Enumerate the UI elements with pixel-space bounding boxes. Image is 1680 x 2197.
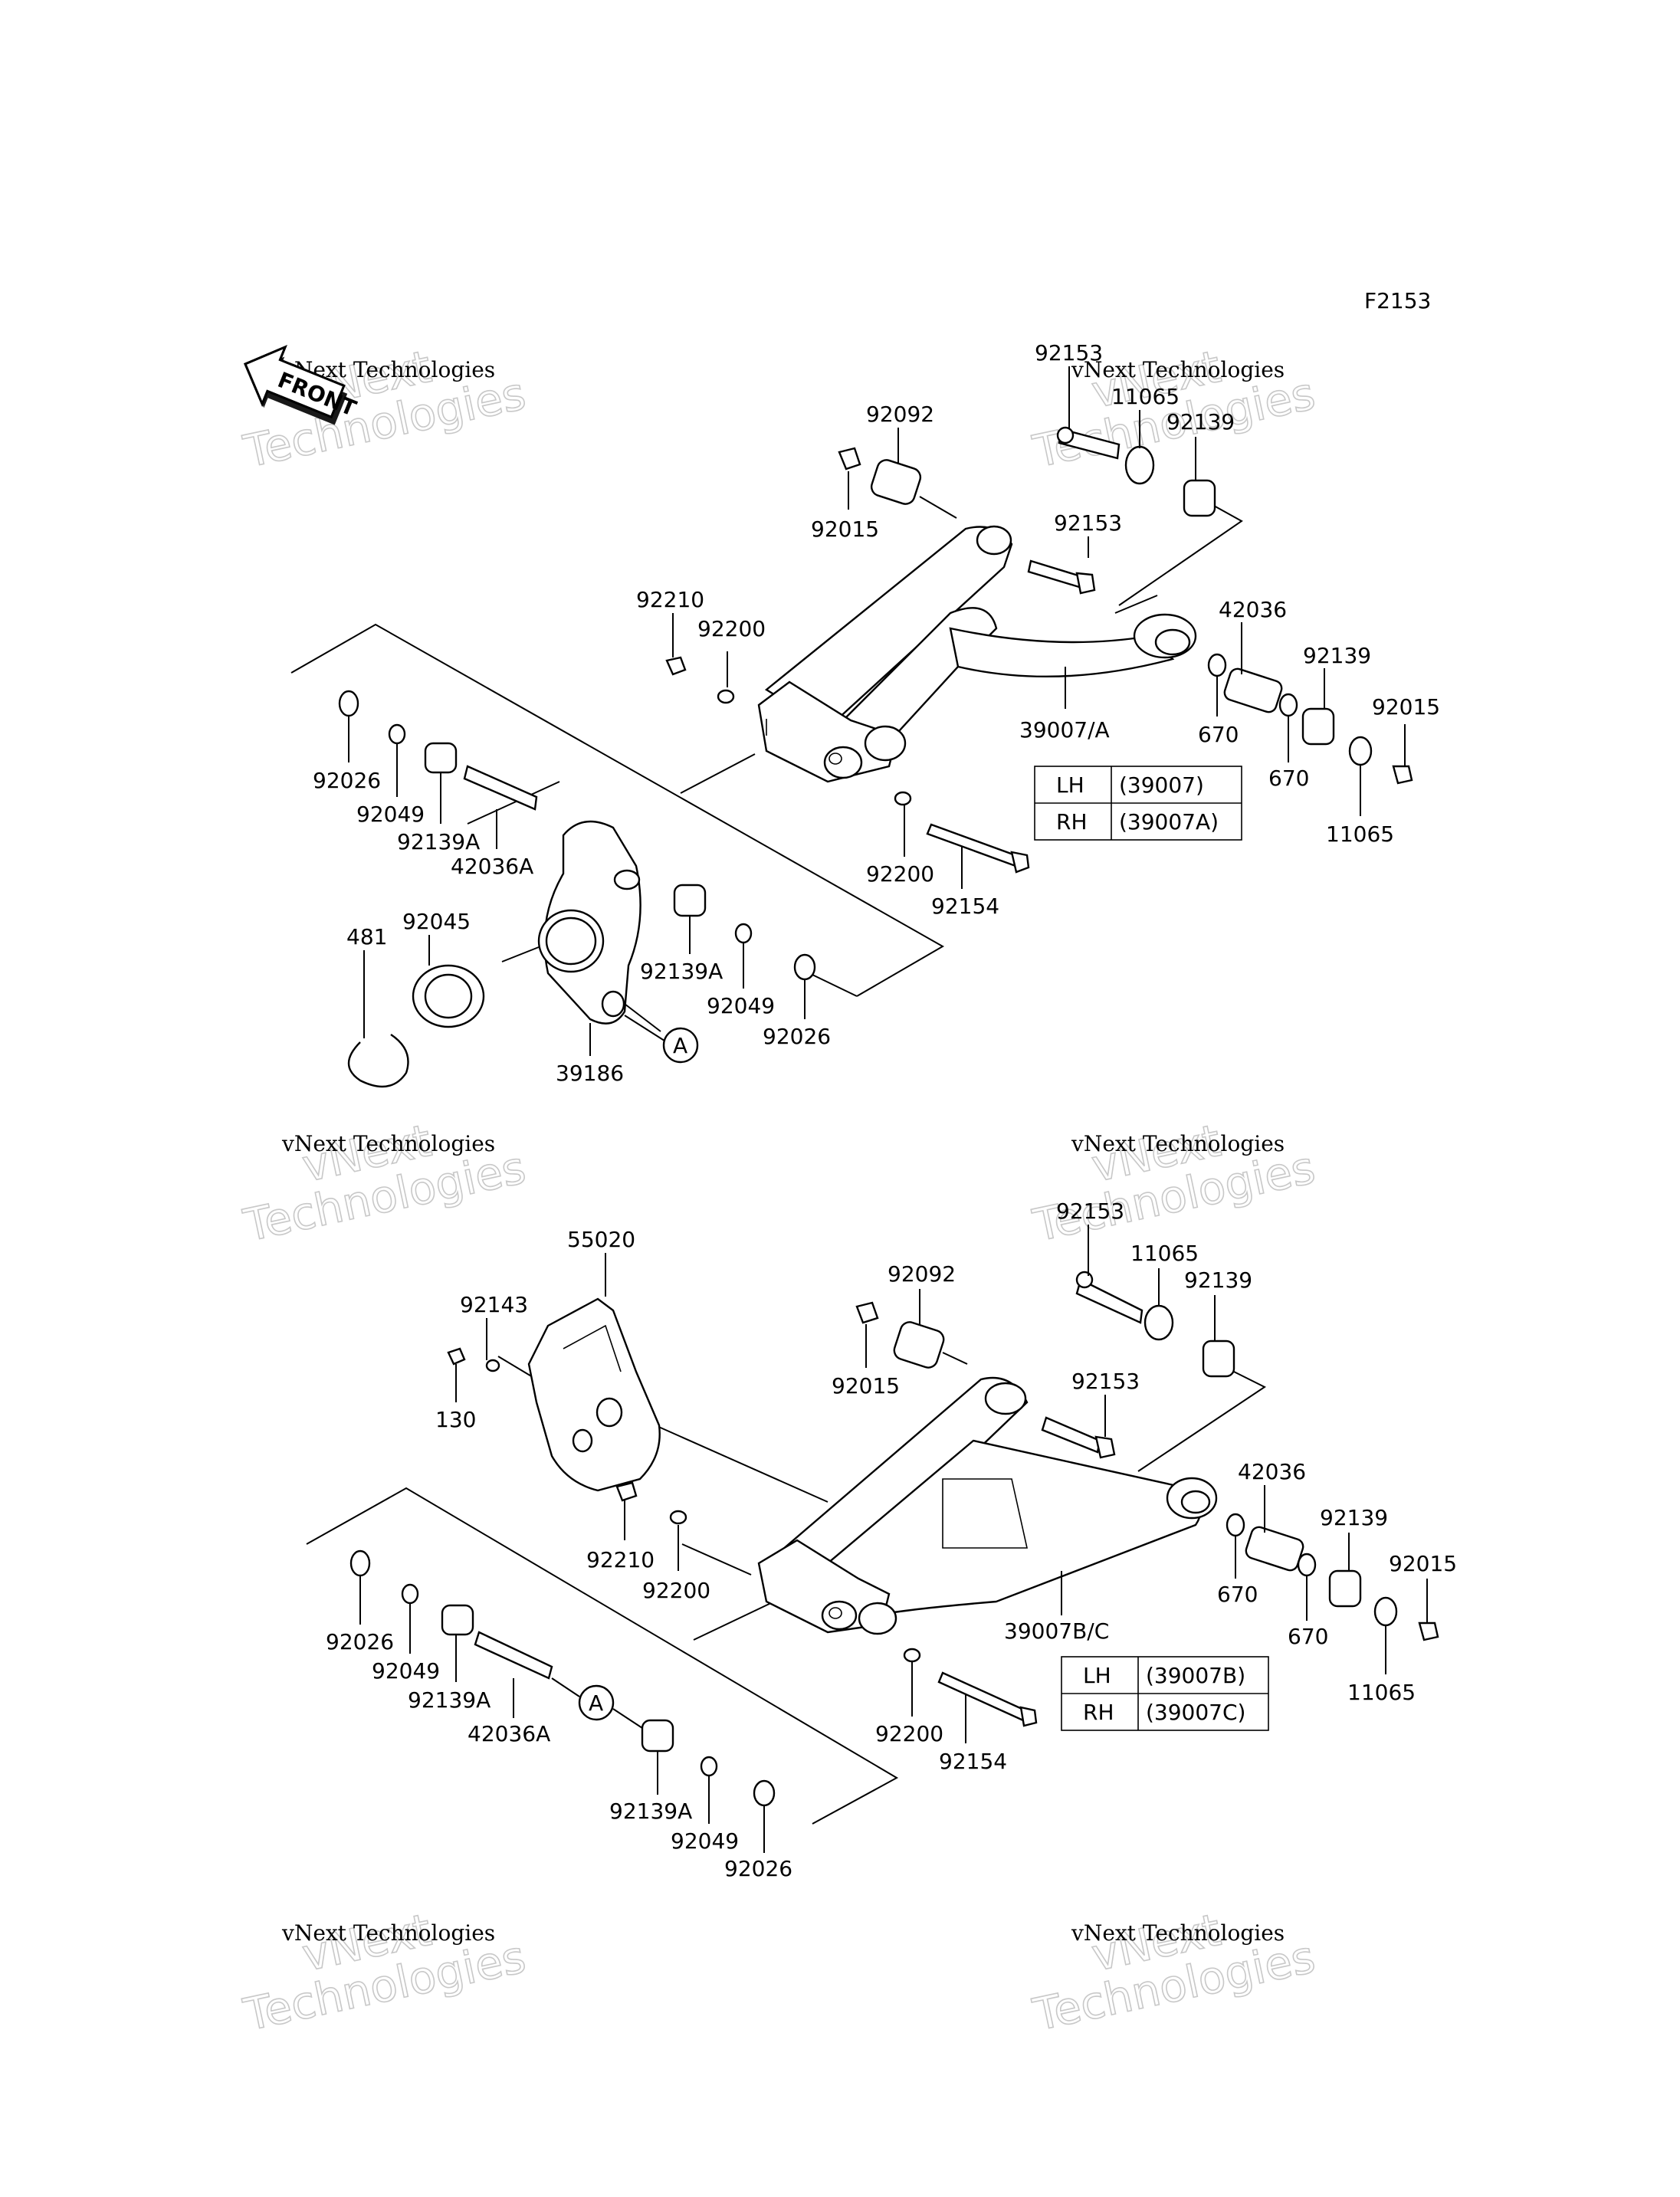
guard-55020 — [527, 1297, 661, 1492]
upper-arm-39007 — [757, 525, 1197, 783]
label-92045: 92045 — [402, 909, 471, 934]
label-92153: 92153 — [1071, 1369, 1140, 1394]
label-92143: 92143 — [460, 1292, 528, 1317]
label-42036a: 42036A — [468, 1721, 550, 1746]
label-92200: 92200 — [697, 616, 766, 641]
label-42036: 42036 — [1219, 597, 1287, 622]
label-92153: 92153 — [1035, 340, 1103, 366]
label-92153: 92153 — [1056, 1199, 1124, 1224]
watermark: vNext Technologies — [1071, 1131, 1285, 1156]
label-11065: 11065 — [1130, 1241, 1199, 1266]
table-side: RH — [1083, 1700, 1114, 1725]
label-39007: 39007/A — [1019, 717, 1110, 743]
label-92139a: 92139A — [640, 959, 723, 984]
table-part: (39007A) — [1119, 809, 1219, 835]
label-92049: 92049 — [356, 802, 425, 827]
label-11065: 11065 — [1111, 384, 1180, 409]
label-92154: 92154 — [939, 1749, 1007, 1774]
label-92200: 92200 — [875, 1721, 943, 1746]
table-side: RH — [1056, 809, 1088, 835]
label-92015: 92015 — [832, 1373, 900, 1399]
table-part: (39007) — [1119, 772, 1204, 798]
label-670: 670 — [1288, 1624, 1328, 1649]
label-92139: 92139 — [1166, 409, 1235, 434]
label-39007bc: 39007B/C — [1004, 1618, 1109, 1644]
watermark: vNext Technologies — [281, 1920, 495, 1946]
label-92210: 92210 — [586, 1547, 655, 1572]
table-side: LH — [1083, 1663, 1111, 1688]
label-92015: 92015 — [1389, 1551, 1457, 1576]
label-92200: 92200 — [642, 1578, 710, 1603]
label-92092: 92092 — [888, 1261, 956, 1287]
label-670: 670 — [1268, 766, 1309, 791]
label-92139a: 92139A — [609, 1799, 692, 1824]
label-481: 481 — [346, 924, 387, 949]
table-part: (39007C) — [1146, 1700, 1245, 1725]
label-39186: 39186 — [556, 1061, 624, 1086]
label-130: 130 — [435, 1407, 476, 1432]
side-table-bottom: LH (39007B) RH (39007C) — [1061, 1656, 1269, 1731]
label-92015: 92015 — [811, 516, 879, 542]
table-part: (39007B) — [1146, 1663, 1245, 1688]
label-92026: 92026 — [326, 1629, 394, 1654]
label-92153: 92153 — [1054, 510, 1122, 536]
label-42036a: 42036A — [451, 854, 533, 879]
label-92154: 92154 — [931, 894, 999, 919]
watermark: vNext Technologies — [281, 1131, 495, 1156]
watermark: vNext Technologies — [1071, 1920, 1285, 1946]
label-670: 670 — [1198, 722, 1239, 747]
knuckle-39186 — [537, 820, 641, 1025]
top-assembly: A 92153 11065 92139 92092 92015 92153 92… — [290, 340, 1440, 1088]
label-92139a: 92139A — [397, 829, 480, 854]
label-92015: 92015 — [1372, 694, 1440, 720]
watermark: vNext Technologies — [1071, 357, 1285, 382]
diagram-code: F2153 — [1364, 288, 1431, 313]
table-side: LH — [1056, 772, 1084, 798]
label-11065: 11065 — [1347, 1680, 1416, 1705]
label-92139: 92139 — [1320, 1505, 1388, 1530]
label-92139a: 92139A — [408, 1687, 491, 1713]
ref-circle-a: A — [589, 1690, 603, 1716]
label-42036: 42036 — [1238, 1459, 1306, 1484]
bottom-assembly: A — [306, 1199, 1457, 1881]
label-92200: 92200 — [866, 861, 934, 887]
lower-arm-39007bc — [757, 1376, 1218, 1635]
label-55020: 55020 — [567, 1227, 635, 1252]
label-92026: 92026 — [763, 1024, 831, 1049]
side-table-top: LH (39007) RH (39007A) — [1034, 766, 1242, 841]
label-670: 670 — [1217, 1582, 1258, 1607]
label-92026: 92026 — [724, 1856, 792, 1881]
label-92049: 92049 — [707, 993, 775, 1018]
label-92139: 92139 — [1184, 1267, 1252, 1293]
label-92210: 92210 — [636, 587, 704, 612]
label-92026: 92026 — [313, 768, 381, 793]
label-92049: 92049 — [671, 1828, 739, 1854]
label-92092: 92092 — [866, 402, 934, 427]
label-92049: 92049 — [372, 1658, 440, 1684]
label-11065: 11065 — [1326, 821, 1394, 847]
label-92139: 92139 — [1303, 643, 1371, 668]
ref-circle-a: A — [673, 1033, 687, 1058]
